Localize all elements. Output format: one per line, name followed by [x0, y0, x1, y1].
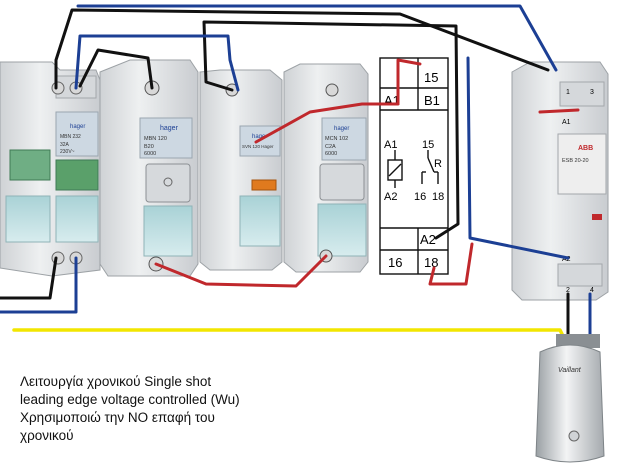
breaker-1-brand: hager: [70, 124, 85, 130]
wire-black-top: [54, 8, 550, 90]
timer-terminal-b1[interactable]: B1: [424, 93, 440, 108]
timer-terminal-18[interactable]: 18: [424, 255, 438, 270]
breaker-2-brand: hager: [160, 125, 179, 132]
contactor-terminal-1[interactable]: 1: [566, 89, 570, 96]
breaker-1-model: MBN 232: [60, 134, 81, 140]
caption-line-3: Χρησιμοποιώ την NO επαφή του: [20, 410, 215, 425]
water-heater: Vaillant: [535, 334, 605, 463]
breaker-3-indicator: [251, 179, 277, 191]
timer-terminal-16[interactable]: 16: [388, 255, 402, 270]
breaker-1-screw-bottom-1[interactable]: [51, 251, 65, 265]
wire-blue-feed-left: [0, 256, 78, 314]
contactor: ABB ESB 20-20 1 3 A1 A2 2 4: [511, 61, 609, 301]
breaker-4-rating: C2A: [325, 144, 336, 150]
breaker-4-toggle[interactable]: [319, 163, 365, 201]
heater-brand: Vaillant: [558, 367, 582, 374]
caption-line-4: χρονικού: [20, 428, 74, 443]
heater-dial[interactable]: [568, 430, 580, 442]
wire-red-timer-18: [428, 242, 474, 286]
wire-black-timer-bridge: [202, 20, 460, 240]
breaker-4-model: MCN 102: [325, 136, 348, 142]
breaker-1-spec: 230V~: [60, 149, 75, 155]
timer-terminal-a2[interactable]: A2: [420, 232, 436, 247]
contactor-model: ESB 20-20: [562, 158, 589, 164]
breaker-2-model: MBN 120: [144, 136, 167, 142]
wire-blue-top: [74, 34, 240, 92]
wires: [0, 4, 592, 340]
timer-schematic-r: R: [434, 158, 442, 170]
caption: Λειτουργία χρονικού Single shot leading …: [20, 373, 320, 445]
contactor-terminal-3[interactable]: 3: [590, 89, 594, 96]
caption-line-1: Λειτουργία χρονικού Single shot: [20, 374, 212, 389]
contactor-coil-a1[interactable]: A1: [562, 119, 571, 126]
breaker-1-rating: 32A: [60, 142, 70, 148]
breaker-2-spec: 6000: [144, 151, 156, 157]
caption-line-2: leading edge voltage controlled (Wu): [20, 392, 240, 407]
contactor-terminal-4[interactable]: 4: [590, 287, 594, 294]
wire-black-breaker2: [78, 48, 154, 90]
timer-schematic-18: 18: [432, 191, 444, 203]
wire-red-bottom: [154, 254, 328, 288]
breaker-4: hager MCN 102 C2A 6000: [283, 63, 369, 273]
breaker-1: hager MBN 232 32A 230V~: [0, 61, 101, 277]
breaker-4-brand: hager: [334, 126, 349, 132]
timer-schematic-a1: A1: [384, 139, 397, 151]
breaker-4-spec: 6000: [325, 151, 337, 157]
breaker-2-toggle[interactable]: [145, 163, 191, 203]
breaker-3-model: SVN 120 Hager: [242, 144, 274, 149]
wire-black-feed-left: [0, 256, 58, 300]
breaker-4-screw-top[interactable]: [325, 83, 339, 97]
wire-red-breaker-timer: [254, 58, 422, 144]
wire-blue-timer-b1: [466, 56, 570, 260]
breaker-2: hager MBN 120 B20 6000: [99, 59, 199, 277]
timer-terminal-15[interactable]: 15: [424, 70, 438, 85]
breaker-2-rating: B20: [144, 144, 154, 150]
timer-schematic-16: 16: [414, 191, 426, 203]
wire-red-contactor-a1: [538, 108, 580, 114]
contactor-coil-a2[interactable]: A2: [562, 256, 571, 263]
breaker-1-screw-top-1[interactable]: [51, 81, 65, 95]
timer-schematic-a2: A2: [384, 191, 397, 203]
contactor-terminal-2[interactable]: 2: [566, 287, 570, 294]
breaker-3: hager SVN 120 Hager: [199, 69, 283, 271]
timer-schematic-15: 15: [422, 139, 434, 151]
breaker-3-brand: hager: [252, 134, 267, 140]
wire-blue-long: [76, 4, 558, 72]
contactor-brand: ABB: [578, 145, 593, 152]
breaker-1-toggle[interactable]: [55, 159, 99, 191]
wire-yellow-neutral: [12, 328, 566, 340]
